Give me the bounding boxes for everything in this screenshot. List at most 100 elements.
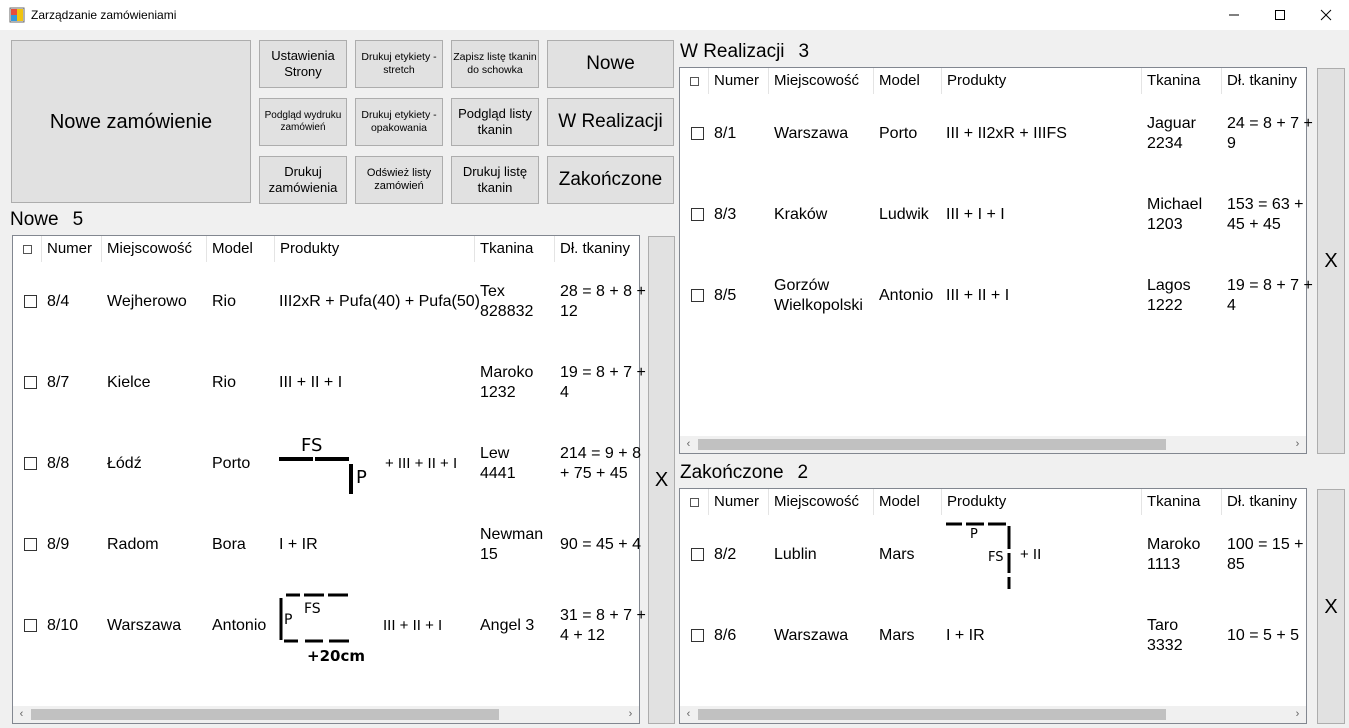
row-checkbox[interactable]	[24, 457, 37, 470]
delete-new-button[interactable]: X	[648, 236, 675, 724]
close-button[interactable]	[1303, 0, 1349, 30]
column-header-number[interactable]: Numer	[714, 493, 760, 510]
order-fabric-code: 4441	[480, 465, 516, 482]
app-icon	[9, 7, 25, 23]
filter-new-button[interactable]: Nowe	[547, 40, 674, 88]
column-header-products[interactable]: Produkty	[947, 493, 1007, 510]
table-row[interactable]: 8/8 Łódź Porto FS P + III + II + I Lew 4…	[13, 424, 641, 505]
column-header-fabric-length[interactable]: Dł. tkaniny	[560, 240, 631, 257]
column-header-number[interactable]: Numer	[47, 240, 93, 257]
preview-print-button[interactable]: Podgląd wydruku zamówień	[259, 98, 347, 146]
horizontal-scrollbar[interactable]: ‹ ›	[13, 706, 639, 723]
filter-done-button[interactable]: Zakończone	[547, 156, 674, 204]
row-checkbox[interactable]	[691, 289, 704, 302]
order-fabric-length-cont: 4	[1227, 297, 1236, 314]
select-all-checkbox[interactable]	[690, 77, 699, 86]
table-row[interactable]: 8/5 Gorzów Wielkopolski Antonio III + II…	[680, 256, 1313, 337]
horizontal-scrollbar[interactable]: ‹ ›	[680, 706, 1306, 723]
order-city: Radom	[107, 536, 159, 553]
table-row[interactable]: 8/4 Wejherowo Rio III2xR + Pufa(40) + Pu…	[13, 262, 646, 343]
select-all-checkbox[interactable]	[690, 498, 699, 507]
column-header-model[interactable]: Model	[879, 493, 920, 510]
column-header-fabric[interactable]: Tkanina	[480, 240, 534, 257]
order-fabric-length: 100 = 15 +	[1227, 536, 1304, 553]
scroll-thumb[interactable]	[31, 709, 499, 720]
column-header-model[interactable]: Model	[879, 72, 920, 89]
row-checkbox[interactable]	[691, 548, 704, 561]
table-row[interactable]: 8/9 Radom Bora I + IR Newman 15 90 = 45 …	[13, 505, 641, 586]
scroll-thumb[interactable]	[698, 439, 1166, 450]
table-row[interactable]: 8/3 Kraków Ludwik III + I + I Michael 12…	[680, 175, 1306, 256]
column-header-fabric[interactable]: Tkanina	[1147, 72, 1201, 89]
window-title: Zarządzanie zamówieniami	[31, 8, 177, 22]
column-header-city[interactable]: Miejscowość	[774, 72, 860, 89]
column-header-city[interactable]: Miejscowość	[774, 493, 860, 510]
scroll-left-arrow[interactable]: ‹	[19, 708, 24, 720]
delete-done-button[interactable]: X	[1317, 489, 1345, 724]
row-checkbox[interactable]	[691, 208, 704, 221]
order-fabric-length: 19 = 8 + 7 +	[1227, 277, 1313, 294]
select-all-checkbox[interactable]	[23, 245, 32, 254]
maximize-button[interactable]	[1257, 0, 1303, 30]
table-row[interactable]: 8/2 Lublin Mars P FS + II Maroko 1113 10…	[680, 515, 1306, 596]
order-model: Ludwik	[879, 206, 929, 223]
scroll-left-arrow[interactable]: ‹	[686, 708, 691, 720]
preview-fabric-list-button[interactable]: Podgląd listy tkanin	[451, 98, 539, 146]
scroll-right-arrow[interactable]: ›	[1295, 438, 1300, 450]
horizontal-scrollbar[interactable]: ‹ ›	[680, 436, 1306, 453]
order-products: III + II + I	[946, 287, 1010, 304]
table-row[interactable]: 8/1 Warszawa Porto III + II2xR + IIIFS J…	[680, 94, 1313, 175]
done-grid[interactable]: Numer Miejscowość Model Produkty Tkanina…	[679, 488, 1307, 724]
order-fabric: Newman	[480, 526, 544, 543]
delete-in-progress-button[interactable]: X	[1317, 68, 1345, 454]
order-model: Porto	[212, 455, 251, 472]
save-fabric-list-button[interactable]: Zapisz listę tkanin do schowka	[451, 40, 539, 88]
close-icon	[1320, 9, 1332, 21]
column-header-fabric-length[interactable]: Dł. tkaniny	[1227, 493, 1298, 510]
column-header-fabric[interactable]: Tkanina	[1147, 493, 1201, 510]
row-checkbox[interactable]	[24, 376, 37, 389]
scroll-left-arrow[interactable]: ‹	[686, 438, 691, 450]
order-fabric: Angel 3	[480, 617, 535, 634]
order-fabric-code: 3332	[1147, 637, 1183, 654]
column-header-products[interactable]: Produkty	[947, 72, 1007, 89]
refresh-lists-button[interactable]: Odśwież listy zamówień	[355, 156, 443, 204]
product-layout-sketch: P FS	[946, 522, 1011, 589]
order-products: III + II + I	[279, 374, 343, 391]
scroll-right-arrow[interactable]: ›	[628, 708, 633, 720]
print-fabric-list-button[interactable]: Drukuj listę tkanin	[451, 156, 539, 204]
order-city: Gorzów	[774, 277, 830, 294]
column-header-number[interactable]: Numer	[714, 72, 760, 89]
print-labels-stretch-button[interactable]: Drukuj etykiety - stretch	[355, 40, 443, 88]
order-city: Warszawa	[774, 125, 849, 142]
row-checkbox[interactable]	[24, 295, 37, 308]
table-row[interactable]: 8/7 Kielce Rio III + II + I Maroko 1232 …	[13, 343, 646, 424]
order-fabric: Taro	[1147, 617, 1179, 634]
new-order-button[interactable]: Nowe zamówienie	[11, 40, 251, 203]
print-orders-button[interactable]: Drukuj zamówienia	[259, 156, 347, 204]
column-header-city[interactable]: Miejscowość	[107, 240, 193, 257]
column-header-products[interactable]: Produkty	[280, 240, 340, 257]
table-row[interactable]: 8/6 Warszawa Mars I + IR Taro 3332 10 = …	[680, 596, 1306, 677]
row-checkbox[interactable]	[691, 127, 704, 140]
minimize-button[interactable]	[1211, 0, 1257, 30]
table-row[interactable]: 8/10 Warszawa Antonio P FS +20cm III + I…	[13, 586, 646, 667]
page-settings-button[interactable]: Ustawienia Strony	[259, 40, 347, 88]
column-header-model[interactable]: Model	[212, 240, 253, 257]
scroll-thumb[interactable]	[698, 709, 1166, 720]
order-fabric: Maroko	[480, 364, 534, 381]
scroll-right-arrow[interactable]: ›	[1295, 708, 1300, 720]
new-orders-grid[interactable]: Numer Miejscowość Model Produkty Tkanina…	[12, 235, 646, 724]
order-number: 8/8	[47, 455, 70, 472]
order-number: 8/4	[47, 293, 70, 310]
in-progress-grid[interactable]: Numer Miejscowość Model Produkty Tkanina…	[679, 67, 1313, 454]
order-number: 8/5	[714, 287, 737, 304]
column-header-fabric-length[interactable]: Dł. tkaniny	[1227, 72, 1298, 89]
row-checkbox[interactable]	[691, 629, 704, 642]
row-checkbox[interactable]	[24, 538, 37, 551]
row-checkbox[interactable]	[24, 619, 37, 632]
order-fabric-length-cont: + 75 + 45	[560, 465, 628, 482]
print-labels-packaging-button[interactable]: Drukuj etykiety - opakowania	[355, 98, 443, 146]
order-fabric-code: 1113	[1147, 556, 1181, 573]
filter-in-progress-button[interactable]: W Realizacji	[547, 98, 674, 146]
